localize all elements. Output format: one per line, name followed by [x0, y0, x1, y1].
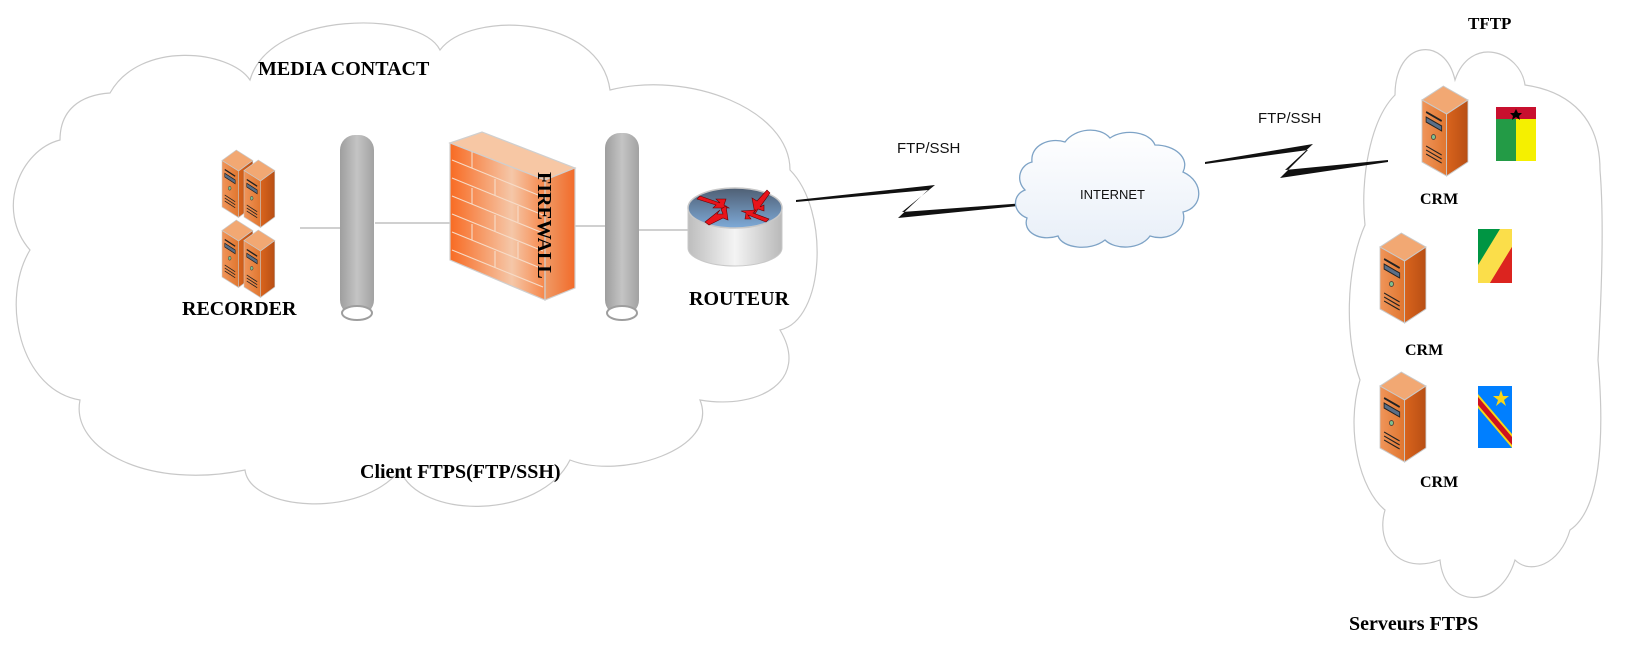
flag-republic-of-congo-icon — [1478, 229, 1512, 283]
firewall-label: FIREWALL — [533, 172, 555, 279]
client-zone-cloud — [12, 22, 818, 507]
crm-label: CRM — [1420, 191, 1458, 208]
server-zone-title: TFTP — [1468, 14, 1511, 33]
client-zone-caption: Client FTPS(FTP/SSH) — [360, 461, 561, 483]
server-icon — [1421, 85, 1469, 177]
crm-label: CRM — [1420, 474, 1458, 491]
crm-label: CRM — [1405, 342, 1443, 359]
router-label: ROUTEUR — [689, 288, 790, 310]
switch-pipe-right-icon — [605, 133, 639, 321]
router-icon — [687, 187, 783, 267]
server-icon — [1379, 371, 1427, 463]
internet-label: INTERNET — [1080, 187, 1145, 202]
wan-link-right-label: FTP/SSH — [1258, 110, 1321, 127]
server-icon — [1379, 232, 1427, 324]
crm-server-3: CRM — [1379, 371, 1512, 491]
server-zone-caption: Serveurs FTPS — [1349, 613, 1478, 635]
crm-server-2: CRM — [1379, 229, 1512, 359]
flag-guinea-bissau-icon — [1496, 107, 1536, 161]
wan-link-left-lightning — [796, 185, 1040, 218]
flag-dr-congo-icon — [1478, 386, 1512, 448]
wan-link-right-lightning — [1205, 144, 1388, 178]
client-zone-title: MEDIA CONTACT — [258, 58, 430, 80]
internet-cloud-icon — [1014, 129, 1200, 248]
switch-pipe-left-icon — [340, 135, 374, 321]
wan-link-left-label: FTP/SSH — [897, 140, 960, 157]
crm-server-1: CRM — [1420, 85, 1536, 208]
recorder-label: RECORDER — [182, 298, 297, 320]
server-zone-cloud — [1348, 49, 1603, 598]
firewall-icon — [448, 131, 577, 301]
